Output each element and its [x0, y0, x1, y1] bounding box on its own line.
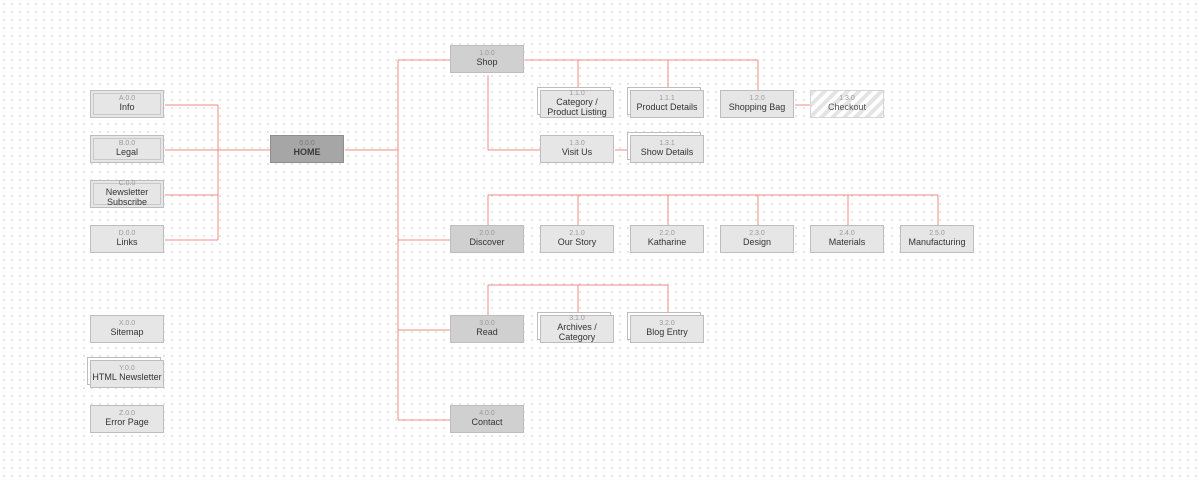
node-html-newsletter[interactable]: Y.0.0 HTML Newsletter — [90, 360, 164, 388]
node-manufacturing[interactable]: 2.5.0 Manufacturing — [900, 225, 974, 253]
node-code: 1.2.0 — [749, 95, 765, 103]
node-read[interactable]: 3.0.0 Read — [450, 315, 524, 343]
node-label: Legal — [115, 146, 139, 157]
node-discover[interactable]: 2.0.0 Discover — [450, 225, 524, 253]
node-code: 1.3.0 — [839, 95, 855, 103]
node-design[interactable]: 2.3.0 Design — [720, 225, 794, 253]
node-materials[interactable]: 2.4.0 Materials — [810, 225, 884, 253]
node-product-details[interactable]: 1.1.1 Product Details — [630, 90, 704, 118]
node-visit-us[interactable]: 1.3.0 Visit Us — [540, 135, 614, 163]
node-code: 3.0.0 — [479, 320, 495, 328]
node-label: Info — [119, 101, 135, 112]
node-code: Z.0.0 — [119, 410, 135, 418]
node-label: Blog Entry — [646, 326, 688, 337]
node-code: Y.0.0 — [119, 365, 135, 373]
node-code: 1.1.1 — [659, 95, 675, 103]
node-label: Shopping Bag — [728, 101, 786, 112]
node-label: Manufacturing — [908, 236, 966, 247]
node-newsletter-subscribe[interactable]: C.0.0 Newsletter Subscribe — [90, 180, 164, 208]
node-checkout[interactable]: 1.3.0 Checkout — [810, 90, 884, 118]
node-code: D.0.0 — [118, 230, 136, 238]
node-show-details[interactable]: 1.3.1 Show Details — [630, 135, 704, 163]
node-home[interactable]: 0.0.0 HOME — [270, 135, 344, 163]
node-label: Newsletter Subscribe — [105, 186, 149, 207]
node-label: Materials — [828, 236, 866, 247]
node-label: Archives / Category — [557, 321, 597, 342]
node-code: A.0.0 — [118, 95, 136, 103]
node-error-page[interactable]: Z.0.0 Error Page — [90, 405, 164, 433]
node-label: Product Details — [636, 101, 698, 112]
node-blog-entry[interactable]: 3.2.0 Blog Entry — [630, 315, 704, 343]
node-label: Katharine — [647, 236, 687, 247]
node-label: Checkout — [827, 101, 867, 112]
node-label: Contact — [471, 416, 503, 427]
node-label: HOME — [293, 146, 321, 157]
node-info[interactable]: A.0.0 Info — [90, 90, 164, 118]
node-label: Sitemap — [110, 326, 144, 337]
node-code: C.0.0 — [118, 180, 136, 188]
node-label: Shop — [476, 56, 498, 67]
node-label: Links — [116, 236, 138, 247]
node-code: 2.3.0 — [749, 230, 765, 238]
node-code: 2.5.0 — [929, 230, 945, 238]
node-code: 2.1.0 — [569, 230, 585, 238]
node-label: Error Page — [105, 416, 149, 427]
node-label: Show Details — [640, 146, 694, 157]
node-contact[interactable]: 4.0.0 Contact — [450, 405, 524, 433]
node-legal[interactable]: B.0.0 Legal — [90, 135, 164, 163]
node-label: Category / Product Listing — [547, 96, 607, 117]
node-label: Read — [476, 326, 498, 337]
node-label: Our Story — [557, 236, 597, 247]
node-code: B.0.0 — [118, 140, 136, 148]
node-label: HTML Newsletter — [92, 371, 162, 382]
node-code: 1.1.0 — [569, 90, 585, 98]
node-our-story[interactable]: 2.1.0 Our Story — [540, 225, 614, 253]
node-links[interactable]: D.0.0 Links — [90, 225, 164, 253]
node-label: Discover — [469, 236, 505, 247]
node-code: 1.3.0 — [569, 140, 585, 148]
node-label: Visit Us — [561, 146, 593, 157]
node-code: 0.0.0 — [299, 140, 315, 148]
node-code: 3.1.0 — [569, 315, 585, 323]
node-code: X.0.0 — [118, 320, 136, 328]
node-code: 1.3.1 — [659, 140, 675, 148]
node-code: 2.4.0 — [839, 230, 855, 238]
node-code: 1.0.0 — [479, 50, 495, 58]
node-archives-category[interactable]: 3.1.0 Archives / Category — [540, 315, 614, 343]
node-shopping-bag[interactable]: 1.2.0 Shopping Bag — [720, 90, 794, 118]
node-category-product-listing[interactable]: 1.1.0 Category / Product Listing — [540, 90, 614, 118]
node-shop[interactable]: 1.0.0 Shop — [450, 45, 524, 73]
node-code: 2.2.0 — [659, 230, 675, 238]
node-code: 2.0.0 — [479, 230, 495, 238]
node-code: 4.0.0 — [479, 410, 495, 418]
node-katharine[interactable]: 2.2.0 Katharine — [630, 225, 704, 253]
node-sitemap[interactable]: X.0.0 Sitemap — [90, 315, 164, 343]
node-code: 3.2.0 — [659, 320, 675, 328]
node-label: Design — [742, 236, 771, 247]
